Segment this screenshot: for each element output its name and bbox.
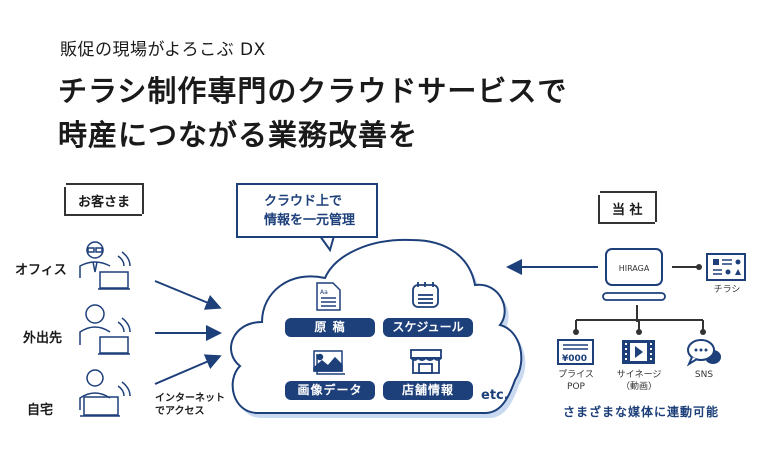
store-icon — [410, 349, 442, 374]
signage-line2: （動画） — [620, 382, 657, 392]
arrow-home — [154, 354, 222, 385]
customer-tag: お客さま — [64, 183, 145, 216]
cloud-shape — [230, 238, 526, 418]
svg-text:Aa: Aa — [320, 289, 328, 296]
access-note-line1: インターネット — [155, 393, 225, 404]
flyer-icon — [706, 253, 746, 281]
subtitle: 販促の現場がよろこぶ DX — [60, 40, 266, 60]
cloud-item-manuscript: 原 稿 — [285, 318, 375, 337]
output-price-pop-label: プライス POP — [548, 369, 604, 393]
location-office-label: オフィス — [15, 263, 67, 278]
price-pop-line2: POP — [567, 382, 585, 392]
access-note: インターネット でアクセス — [155, 392, 225, 418]
location-remote-label: 外出先 — [23, 331, 63, 346]
calendar-icon — [412, 282, 439, 308]
cloud-item-store-info: 店舗情報 — [383, 381, 473, 400]
bubble-tail — [319, 235, 335, 253]
cloud-item-schedule: スケジュール — [383, 318, 473, 337]
hiraga-computer: HIRAGA — [605, 248, 663, 286]
signage-line1: サイネージ — [616, 370, 662, 380]
home-worker-icon — [79, 369, 131, 417]
image-icon — [313, 350, 345, 375]
remote-worker-icon — [79, 304, 131, 355]
svg-text:¥000: ¥000 — [562, 354, 587, 364]
price-pop-icon: ¥000 — [557, 339, 594, 365]
company-tag: 当 社 — [598, 191, 657, 224]
title-line-1: チラシ制作専門のクラウドサービスで — [58, 74, 568, 108]
connector-outputs — [575, 305, 704, 331]
etc-label: etc. — [481, 388, 509, 403]
callout-line1: クラウド上で — [264, 194, 343, 209]
output-signage-label: サイネージ （動画） — [610, 369, 668, 393]
computer-base — [602, 292, 666, 301]
cloud-item-image-data: 画像データ — [285, 381, 375, 400]
access-note-line2: でアクセス — [155, 406, 205, 417]
sns-chat-icon — [686, 339, 721, 367]
media-linkage-caption: さまざまな媒体に連動可能 — [563, 405, 720, 419]
price-pop-line1: プライス — [558, 370, 594, 380]
cloud-callout: クラウド上で 情報を一元管理 — [236, 183, 378, 238]
signage-video-icon — [622, 340, 655, 364]
flyer-label: チラシ — [713, 285, 741, 295]
title-line-2: 時産につながる業務改善を — [58, 118, 419, 152]
output-sns-label: SNS — [694, 370, 714, 380]
location-home-label: 自宅 — [27, 403, 54, 418]
document-icon: Aa — [316, 282, 341, 311]
office-worker-icon — [79, 241, 131, 290]
callout-line2: 情報を一元管理 — [264, 213, 356, 228]
arrow-office — [154, 280, 222, 310]
